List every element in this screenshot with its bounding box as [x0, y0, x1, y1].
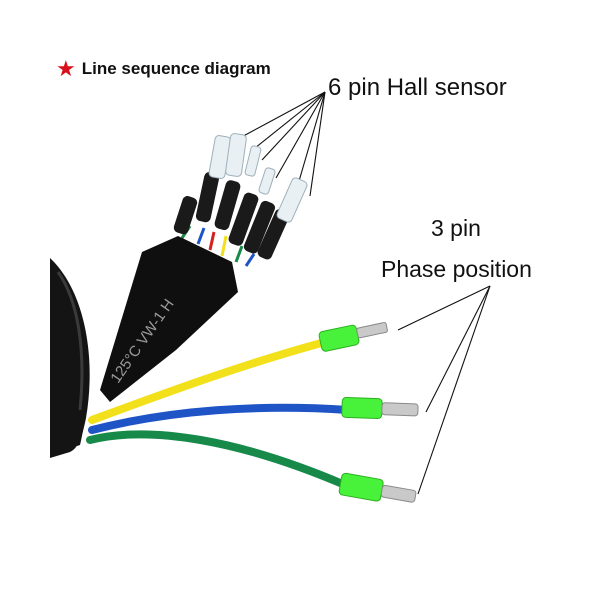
hall-housings [208, 133, 308, 223]
hall-sensor-label: 6 pin Hall sensor [328, 74, 507, 101]
hall-housing-2 [225, 133, 247, 177]
phase-leader-3 [417, 285, 491, 495]
phase-leader-lines [397, 285, 491, 495]
cable-highlight [56, 271, 84, 411]
hall-leader-4 [275, 91, 326, 179]
hall-leader-1 [235, 91, 326, 141]
hall-sleeve-2 [195, 172, 220, 223]
phase-connector-blue [341, 396, 419, 420]
phase-wire-yellow [88, 338, 329, 424]
hall-wire-blue-2 [244, 253, 256, 267]
hall-sleeves [173, 172, 290, 260]
hall-leader-3 [261, 91, 326, 161]
legend: ★ Line sequence diagram [56, 58, 271, 80]
hall-sleeve-5 [243, 200, 276, 254]
star-icon: ★ [56, 56, 76, 81]
hall-housing-5 [276, 177, 308, 223]
hall-wire-yellow [220, 235, 228, 257]
phase-connector-green [338, 472, 417, 503]
hall-sleeve-4 [228, 192, 259, 246]
phase-connectors [318, 322, 419, 503]
hall-leader-5 [296, 91, 326, 189]
phase-wire-green [86, 430, 349, 489]
hall-wire-red [208, 231, 216, 251]
hall-sleeve-6 [257, 209, 290, 260]
phase-label-line1: 3 pin [431, 215, 481, 241]
phase-leader-1 [397, 285, 491, 331]
hall-wire-green-2 [234, 245, 244, 263]
phase-connector-yellow [318, 322, 388, 352]
hall-housing-4 [258, 167, 276, 195]
hall-housing-3 [244, 145, 262, 177]
hall-sleeve-3 [214, 180, 241, 231]
hall-sleeve-1 [173, 196, 198, 235]
phase-label-line2: Phase position [381, 256, 532, 282]
hall-leader-6 [309, 91, 326, 197]
phase-leader-2 [425, 285, 491, 413]
phase-wire-blue [88, 403, 352, 434]
phase-wires [86, 338, 352, 489]
hall-leader-2 [249, 91, 326, 153]
main-cable-body [50, 258, 90, 458]
legend-text: Line sequence diagram [81, 59, 271, 78]
hall-leader-lines [235, 91, 326, 197]
hall-wire-blue [196, 227, 206, 245]
hall-wires [180, 225, 256, 267]
